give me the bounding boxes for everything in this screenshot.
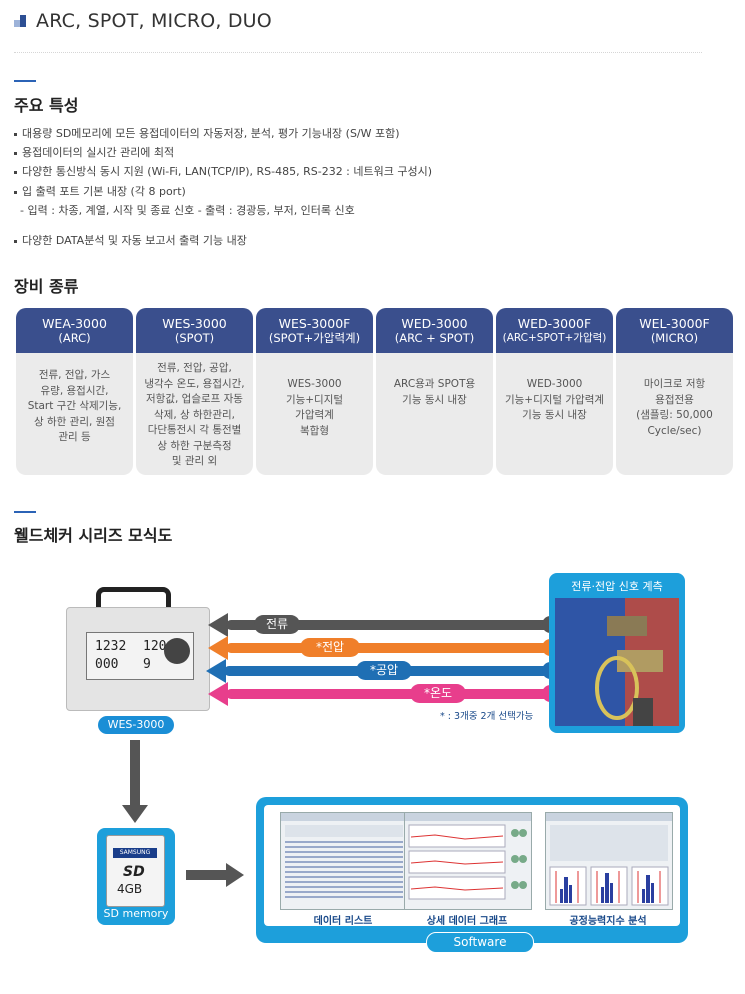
signal-line-temperature <box>226 689 552 699</box>
card-type: (SPOT+가압력계) <box>268 330 361 345</box>
signal-label: 전류 <box>254 615 300 634</box>
feature-item: 대용량 SD메모리에 모든 용접데이터의 자동저장, 분석, 평가 기능내장 (… <box>14 125 400 141</box>
card-description: 전류, 전압, 공압, 냉각수 온도, 용접시간, 저항값, 업슬로프 자동 삭… <box>144 362 245 467</box>
equipment-card: WES-3000(SPOT) 전류, 전압, 공압, 냉각수 온도, 용접시간,… <box>136 308 253 475</box>
equipment-title: 장비 종류 <box>14 277 79 296</box>
equipment-card: WES-3000F(SPOT+가압력계) WES-3000 기능+디지털 가압력… <box>256 308 373 475</box>
arrow-head-icon <box>208 682 228 706</box>
device-label: WES-3000 <box>98 716 174 734</box>
welding-gun-photo <box>555 598 679 726</box>
bullet-icon <box>14 132 17 136</box>
screen-caption: 상세 데이터 그래프 <box>426 916 508 927</box>
equipment-card: WED-3000F(ARC+SPOT+가압력) WED-3000 기능+디지털 … <box>496 308 613 475</box>
selection-note: * : 3개중 2개 선택가능 <box>440 711 534 722</box>
signal-line-current <box>226 620 552 630</box>
header-divider <box>14 52 702 53</box>
arrow-shaft <box>186 870 228 880</box>
card-description: 전류, 전압, 가스 유량, 용접시간, Start 구간 삭제기능, 상 하한… <box>27 369 122 443</box>
photo-title: 전류·전압 신호 계측 <box>571 580 663 593</box>
feature-item: 입 출력 포트 기본 내장 (각 8 port) <box>14 183 186 199</box>
card-model: WEA-3000 <box>42 315 107 331</box>
bullet-icon <box>14 239 17 243</box>
feature-io-detail: - 입력 : 차종, 계열, 시작 및 종료 신호 - 출력 : 경광등, 부저… <box>20 204 355 217</box>
screen-caption: 공정능력지수 분석 <box>569 916 647 927</box>
arrow-down-icon <box>122 805 148 823</box>
section-accent-bar <box>14 511 36 513</box>
software-label: Software <box>426 932 534 953</box>
card-type: (MICRO) <box>650 330 699 345</box>
sd-memory-label: SD memory <box>103 907 169 920</box>
graph-thumbnail <box>405 813 531 900</box>
card-model: WED-3000 <box>401 315 468 331</box>
signal-label: *공압 <box>356 661 412 680</box>
page-title: ARC, SPOT, MICRO, DUO <box>36 10 272 32</box>
card-model: WEL-3000F <box>639 315 710 331</box>
screen-readout: 1232 <box>95 639 127 654</box>
card-description: ARC용과 SPOT용 기능 동시 내장 <box>393 378 476 406</box>
equipment-card: WEL-3000F(MICRO) 마이크로 저항 용접전용 (샘플링: 50,0… <box>616 308 733 475</box>
arrow-head-icon <box>206 659 226 683</box>
screen-caption: 데이터 리스트 <box>313 916 373 927</box>
card-type: (SPOT) <box>174 330 215 345</box>
features-title: 주요 특성 <box>14 96 79 115</box>
equipment-card: WED-3000(ARC + SPOT) ARC용과 SPOT용 기능 동시 내… <box>376 308 493 475</box>
card-type: (ARC+SPOT+가압력) <box>502 331 607 344</box>
card-header: WES-3000(SPOT) <box>136 308 253 353</box>
card-header: WEL-3000F(MICRO) <box>616 308 733 353</box>
sd-brand: SAMSUNG <box>113 848 157 858</box>
header-mark-icon <box>14 15 26 27</box>
feature-item: 다양한 DATA분석 및 자동 보고서 출력 기능 내장 <box>14 232 247 248</box>
card-description: WES-3000 기능+디지털 가압력계 복합형 <box>285 378 344 437</box>
card-header: WES-3000F(SPOT+가압력계) <box>256 308 373 353</box>
card-header: WED-3000F(ARC+SPOT+가압력) <box>496 308 613 353</box>
card-header: WEA-3000(ARC) <box>16 308 133 353</box>
arrow-shaft <box>130 740 140 808</box>
signal-line-voltage <box>226 643 552 653</box>
device-screen: 1232 120 000 9 <box>86 632 194 680</box>
data-list-screenshot <box>280 812 408 910</box>
screen-readout: 000 <box>95 657 119 672</box>
bullet-icon <box>14 170 17 174</box>
arrow-head-icon <box>208 613 228 637</box>
device-handle <box>96 587 171 617</box>
data-list-thumbnail <box>281 813 407 898</box>
bullet-icon <box>14 190 17 194</box>
sd-logo-icon: SD <box>123 864 145 880</box>
diagram-title: 웰드체커 시리즈 모식도 <box>14 526 173 545</box>
card-type: (ARC) <box>58 330 91 345</box>
section-accent-bar <box>14 80 36 82</box>
screen-readout: 120 <box>143 639 167 654</box>
welding-gun-illustration <box>555 598 679 726</box>
device-dial-icon <box>164 638 190 664</box>
card-model: WES-3000F <box>278 315 351 331</box>
signal-label: *온도 <box>410 684 466 703</box>
equipment-card: WEA-3000(ARC) 전류, 전압, 가스 유량, 용접시간, Start… <box>16 308 133 475</box>
signal-label: *전압 <box>300 638 360 657</box>
sd-card-icon: SAMSUNG SD 4GB <box>106 835 165 907</box>
arrow-head-icon <box>208 636 228 660</box>
card-model: WED-3000F <box>517 315 592 331</box>
bullet-icon <box>14 151 17 155</box>
feature-item: 다양한 통신방식 동시 지원 (Wi-Fi, LAN(TCP/IP), RS-4… <box>14 163 432 179</box>
capability-thumbnail <box>546 813 672 906</box>
screen-readout: 9 <box>143 657 151 672</box>
card-model: WES-3000 <box>162 315 227 331</box>
graph-screenshot <box>404 812 532 910</box>
card-description: WED-3000 기능+디지털 가압력계 기능 동시 내장 <box>504 378 605 421</box>
card-description: 마이크로 저항 용접전용 (샘플링: 50,000 Cycle/sec) <box>636 378 713 437</box>
capability-screenshot <box>545 812 673 910</box>
card-header: WED-3000(ARC + SPOT) <box>376 308 493 353</box>
card-type: (ARC + SPOT) <box>394 330 475 345</box>
sd-capacity: 4GB <box>117 882 143 896</box>
arrow-right-icon <box>226 863 244 887</box>
feature-item: 용접데이터의 실시간 관리에 최적 <box>14 144 174 160</box>
